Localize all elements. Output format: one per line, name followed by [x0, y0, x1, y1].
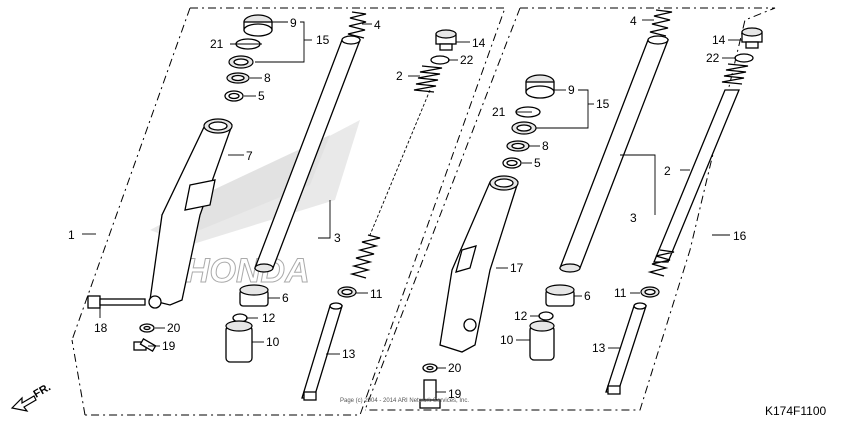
label-right-20: 20: [448, 361, 462, 375]
label-left-12: 12: [262, 311, 276, 325]
bushing-8-left: [226, 72, 250, 84]
washer-20-right: [422, 363, 438, 373]
fork-pipe-right: [559, 35, 669, 273]
bushing-5-right: [502, 157, 522, 169]
label-left-15: 15: [316, 33, 330, 47]
label-right-8: 8: [542, 139, 549, 153]
o-ring-22-right: [734, 53, 754, 63]
spring-4-left: [347, 11, 367, 39]
label-right-22: 22: [706, 51, 720, 65]
bushing-6-left: [239, 284, 269, 307]
spring-4-right: [649, 9, 673, 37]
label-right-17: 17: [510, 261, 524, 275]
piston-10-right: [529, 320, 555, 361]
label-right-19: 19: [448, 387, 462, 401]
rod-13-left: [301, 302, 343, 401]
label-left-1: 1: [68, 228, 75, 242]
label-right-10: 10: [500, 333, 514, 347]
label-left-5: 5: [258, 89, 265, 103]
fork-pipe-left: [254, 35, 361, 273]
o-ring-22-left: [430, 55, 450, 65]
label-right-6: 6: [584, 289, 591, 303]
left-leader-lines: [82, 21, 470, 355]
fork-slider-7: [148, 118, 233, 309]
label-right-5: 5: [534, 156, 541, 170]
right-labels: 4 14 22 9 15 21 8 5 2 3 16 17 6 11 12 10…: [448, 14, 747, 401]
left-assembly-boundary: [71, 7, 506, 416]
fork-slider-17: [439, 175, 519, 353]
label-left-18: 18: [94, 321, 108, 335]
left-labels: 9 21 15 8 5 7 1 18 20 19 4 14 22 2 3 6 1…: [68, 16, 486, 361]
fork-spring-2-right: [647, 63, 749, 277]
label-right-2: 2: [664, 164, 671, 178]
stopper-11-left: [337, 286, 357, 298]
label-left-3: 3: [334, 231, 341, 245]
label-right-9: 9: [568, 83, 575, 97]
right-leader-lines: [436, 19, 742, 393]
label-right-4: 4: [630, 14, 637, 28]
label-right-21: 21: [492, 105, 506, 119]
label-left-2: 2: [396, 69, 403, 83]
label-right-12: 12: [514, 309, 528, 323]
piston-10-left: [225, 320, 253, 363]
label-left-9: 9: [290, 16, 297, 30]
label-right-13: 13: [592, 341, 606, 355]
bolt-18-left: [87, 295, 146, 309]
cap-bolt-14-left: [435, 29, 457, 51]
bolt-19-right: [419, 379, 441, 409]
label-left-19: 19: [162, 339, 176, 353]
label-right-3: 3: [630, 211, 637, 225]
copyright-text: Page (c) 2004 - 2014 ARI Network Service…: [340, 398, 469, 404]
label-left-21: 21: [210, 37, 224, 51]
label-left-11: 11: [370, 287, 383, 301]
oil-seal-9-right: [525, 74, 555, 99]
label-right-11: 11: [614, 286, 627, 300]
cap-bolt-14-right: [741, 27, 763, 49]
label-left-20: 20: [167, 321, 181, 335]
bushing-6-right: [545, 284, 575, 307]
label-right-16: 16: [733, 229, 747, 243]
label-right-14: 14: [712, 33, 726, 47]
label-left-8: 8: [264, 71, 271, 85]
oil-seal-9-left: [243, 14, 273, 37]
label-right-15: 15: [596, 97, 610, 111]
label-left-14: 14: [472, 36, 486, 50]
diagram-code: K174F1100: [765, 404, 826, 418]
rod-13-right: [605, 302, 647, 395]
oil-seal-15-right: [511, 121, 537, 135]
bushing-5-left: [224, 90, 244, 102]
washer-12-right: [538, 311, 554, 321]
front-arrow-icon: [10, 395, 37, 412]
bolt-19-left: [133, 338, 157, 352]
label-left-13: 13: [342, 347, 356, 361]
label-left-10: 10: [266, 335, 280, 349]
fork-spring-2-left: [349, 65, 443, 279]
washer-20-left: [139, 323, 155, 333]
label-left-22: 22: [460, 53, 474, 67]
bushing-8-right: [506, 140, 530, 152]
front-indicator: FR.: [32, 381, 53, 400]
honda-watermark-text: HONDA: [185, 252, 310, 290]
stopper-11-right: [640, 286, 660, 298]
label-left-6: 6: [282, 291, 289, 305]
label-left-7: 7: [246, 149, 253, 163]
oil-seal-15-left: [228, 55, 254, 69]
label-left-4: 4: [374, 18, 381, 32]
